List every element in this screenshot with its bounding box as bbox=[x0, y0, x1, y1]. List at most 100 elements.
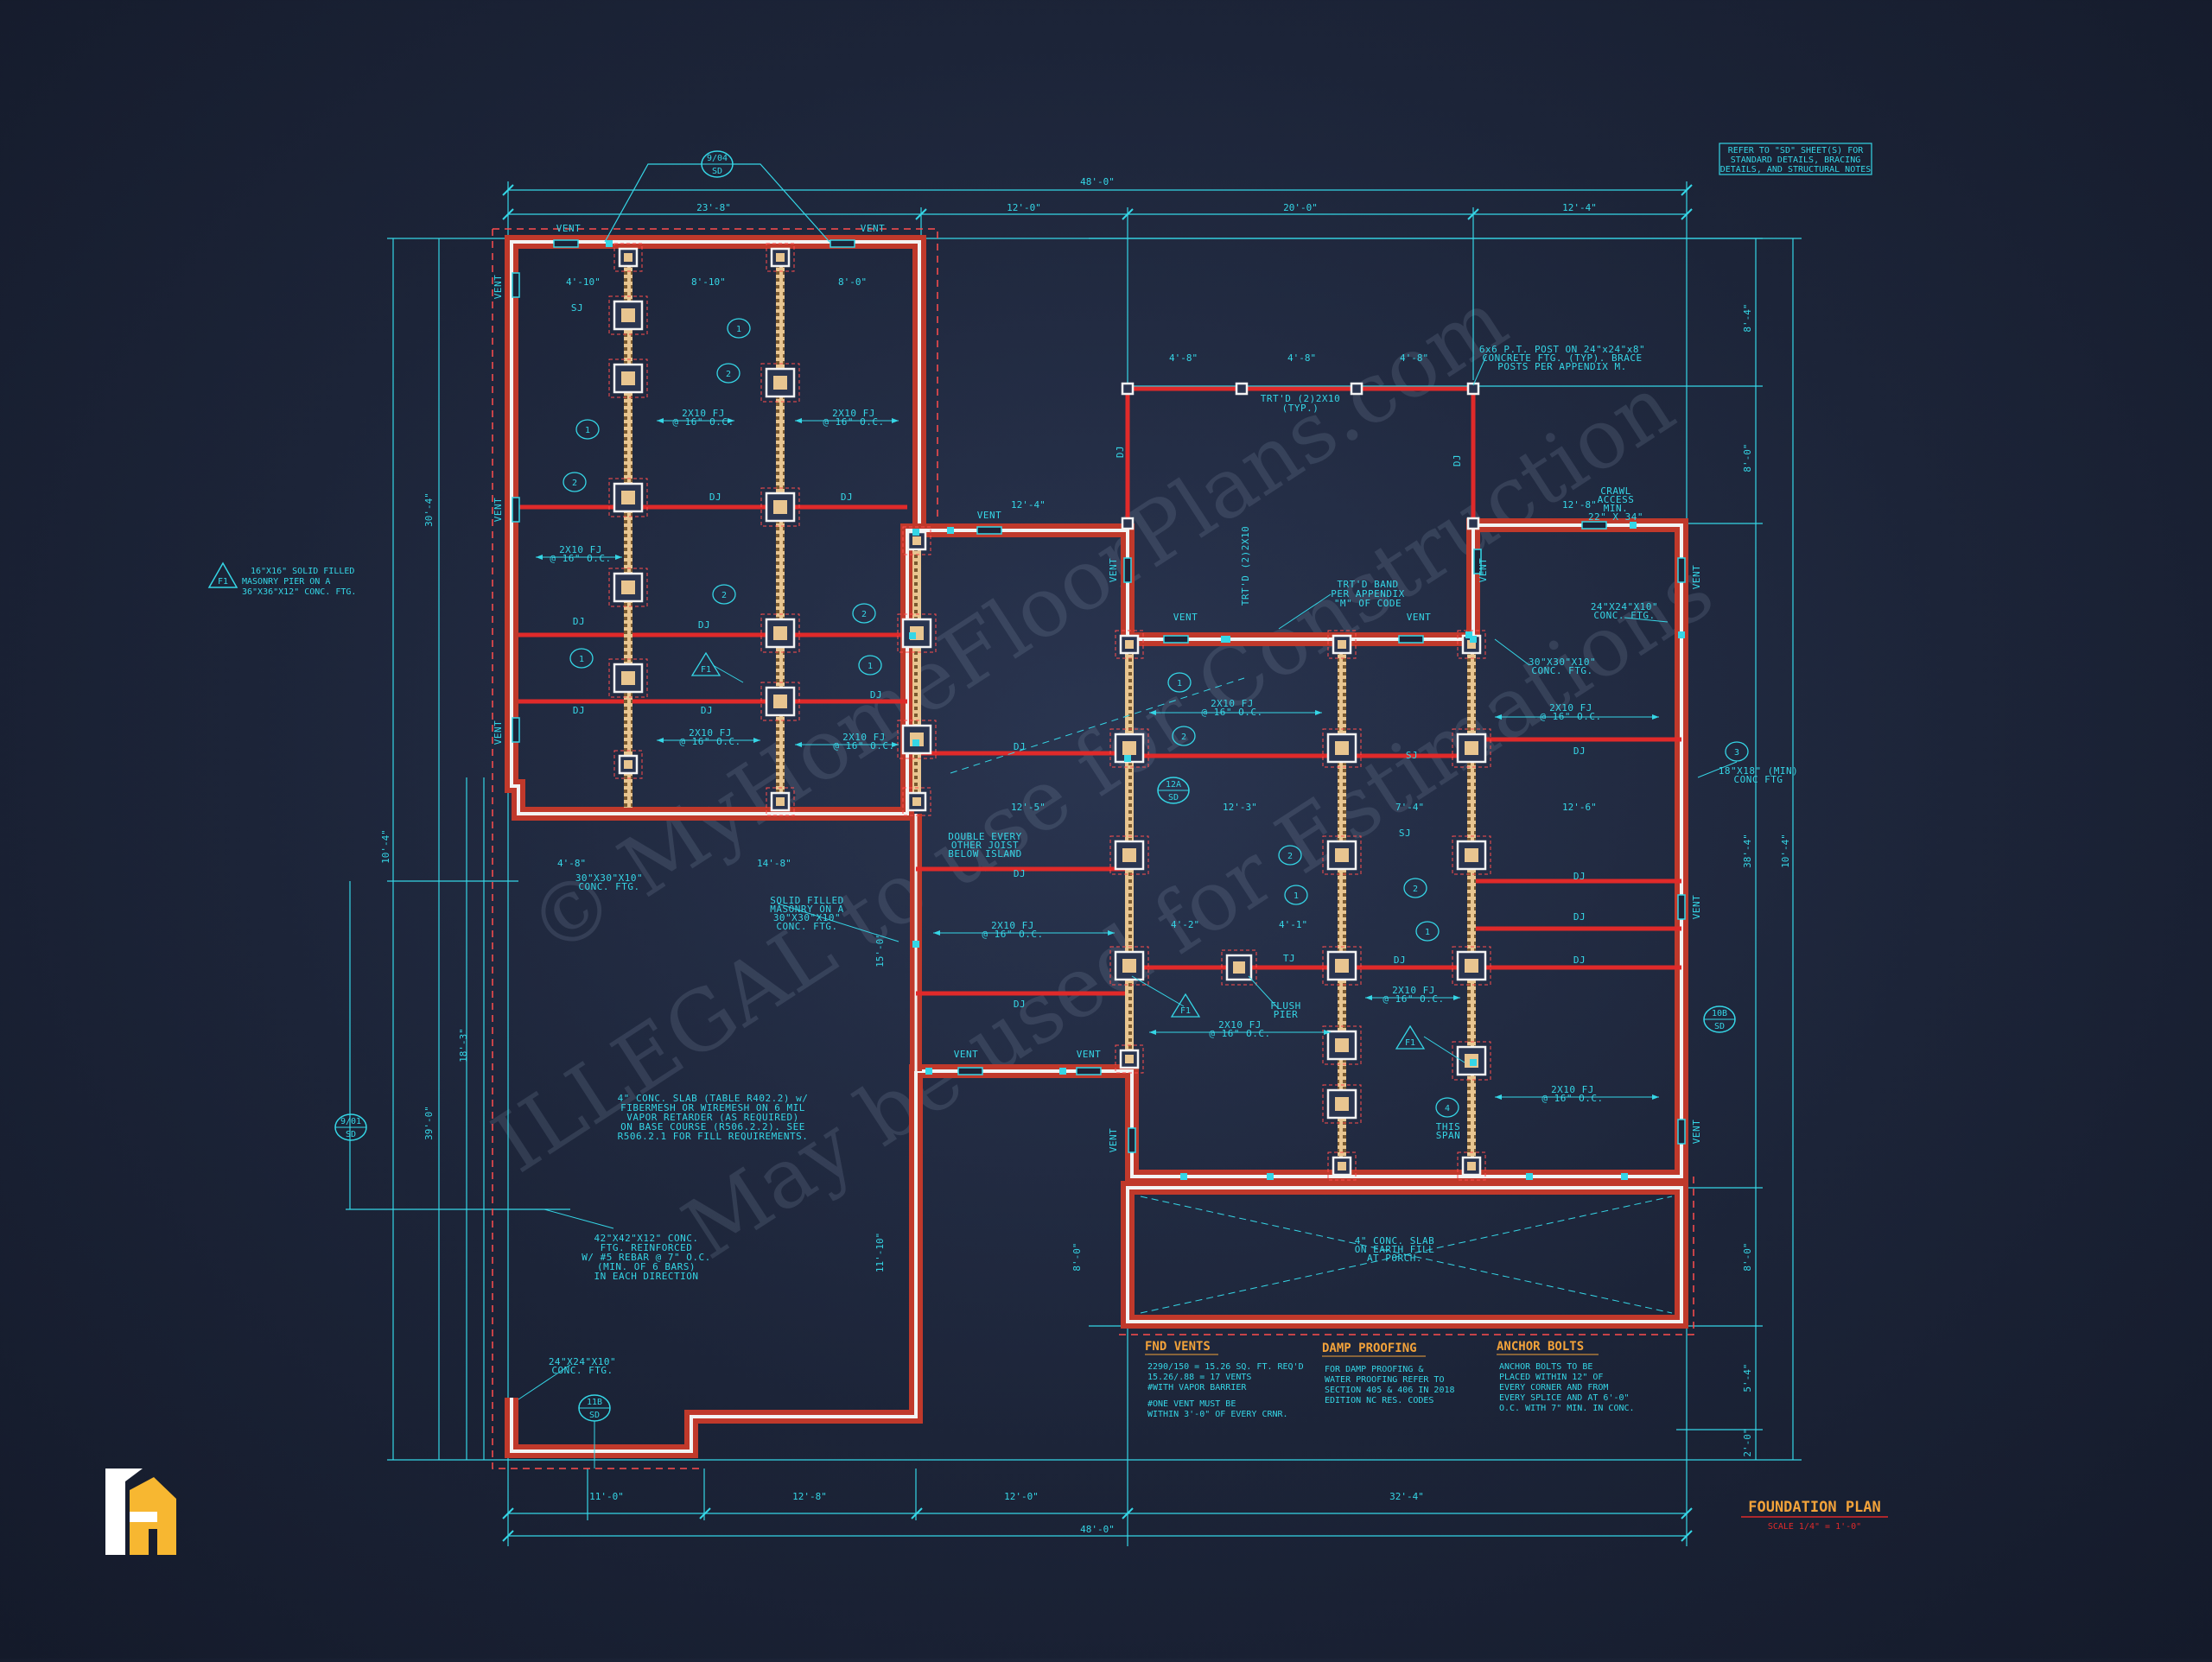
callout-right[interactable]: 10B SD bbox=[1703, 1005, 1736, 1033]
dj-label: DJ bbox=[1573, 745, 1586, 757]
dj-label: DJ bbox=[573, 705, 585, 716]
slab-note-2: VAPOR RETARDER (AS REQUIRED) bbox=[626, 1112, 798, 1123]
sj-label: SJ bbox=[1406, 750, 1418, 761]
pier bbox=[897, 613, 937, 653]
floor-joist-spacing: @ 16" O.C. bbox=[1541, 1093, 1603, 1104]
dim-right-inner-4: 5'-4" bbox=[1742, 1363, 1753, 1392]
callout-bottom[interactable]: 11B SD bbox=[578, 1394, 611, 1469]
pier bbox=[1115, 630, 1144, 659]
dim-int-6: 4'-8" bbox=[1400, 352, 1428, 364]
fnd-vents-l2: 15.26/.88 = 17 VENTS bbox=[1147, 1373, 1251, 1382]
callout-right-num: 10B bbox=[1712, 1009, 1727, 1018]
callout-top-num: 9/04 bbox=[707, 154, 728, 163]
ftg-42-1: FTG. REINFORCED bbox=[601, 1242, 693, 1253]
dj-label: DJ bbox=[1394, 955, 1406, 966]
floor-joist-label: 2X10 FJ bbox=[991, 920, 1034, 931]
callout-right-sheet: SD bbox=[1714, 1022, 1725, 1031]
pier bbox=[613, 243, 643, 272]
anchor-bolts-l1: ANCHOR BOLTS TO BE bbox=[1499, 1362, 1592, 1372]
callout-top[interactable]: 9/04 SD bbox=[604, 150, 830, 243]
detail-tag: 1 bbox=[858, 655, 882, 676]
dj-label: DJ bbox=[701, 705, 713, 716]
detail-tag: 2 bbox=[1403, 878, 1427, 898]
floor-joist-label: 2X10 FJ bbox=[1211, 698, 1254, 709]
anchor-bolts-l3: EVERY CORNER AND FROM bbox=[1499, 1383, 1608, 1392]
callout-left[interactable]: 9/01 SD bbox=[334, 1113, 367, 1141]
pier bbox=[1121, 517, 1135, 530]
anchor-mark bbox=[909, 632, 916, 639]
pier bbox=[1327, 630, 1357, 659]
dim-int-3: 8'-0" bbox=[838, 276, 867, 288]
detail-tag: 2 bbox=[1278, 845, 1302, 866]
floor-joist-label: 2X10 FJ bbox=[559, 544, 602, 555]
vent-symbol bbox=[1123, 557, 1132, 583]
pier bbox=[1322, 1025, 1362, 1065]
callout-mid-sheet: SD bbox=[1168, 793, 1179, 802]
pier bbox=[1235, 382, 1249, 396]
dj-label: DJ bbox=[709, 492, 721, 503]
piers bbox=[512, 239, 1686, 1181]
pier bbox=[1327, 1151, 1357, 1181]
post-note-0: 6x6 P.T. POST ON 24"x24"x8" bbox=[1479, 344, 1645, 355]
vent-label: VENT bbox=[1407, 612, 1432, 623]
dj-label: DJ bbox=[1573, 911, 1586, 923]
dj-label: DJ bbox=[1115, 446, 1126, 458]
trtd-band-0: TRT'D BAND bbox=[1337, 579, 1398, 590]
trtd-top-1: (TYP.) bbox=[1282, 403, 1319, 414]
porch-slab-cross bbox=[1140, 1196, 1673, 1314]
fnd-vents-l6: WITHIN 3'-0" OF EVERY CRNR. bbox=[1147, 1410, 1288, 1419]
pier bbox=[1350, 382, 1363, 396]
anchor-mark bbox=[912, 529, 919, 536]
svg-text:4: 4 bbox=[1445, 1104, 1450, 1113]
pier bbox=[760, 613, 800, 653]
pier bbox=[766, 787, 795, 816]
sheet-scale: SCALE 1/4" = 1'-0" bbox=[1768, 1522, 1861, 1532]
anchor-mark bbox=[947, 527, 954, 534]
svg-text:2: 2 bbox=[572, 479, 577, 488]
anchor-bolts-l4: EVERY SPLICE AND AT 6'-0" bbox=[1499, 1393, 1630, 1403]
anchor-mark bbox=[1678, 631, 1685, 638]
post-note-2: POSTS PER APPENDIX M. bbox=[1497, 361, 1627, 372]
dim-int-1: 4'-10" bbox=[566, 276, 601, 288]
leader-line bbox=[543, 1208, 614, 1229]
house-logo-icon bbox=[105, 1469, 176, 1555]
dj-label: DJ bbox=[1014, 868, 1026, 879]
dimension-text: 48'-0" 23'-8" 12'-0" 20'-0" 12'-4" 11'-0… bbox=[380, 176, 1791, 1535]
leader-line bbox=[1278, 593, 1332, 630]
anchor-mark bbox=[1630, 522, 1637, 529]
vent-symbol bbox=[1677, 1119, 1686, 1145]
svg-text:F1: F1 bbox=[701, 665, 711, 675]
anchor-mark bbox=[1224, 636, 1230, 643]
vent-label: VENT bbox=[1077, 1049, 1102, 1060]
trtd-band-1: PER APPENDIX bbox=[1331, 588, 1404, 599]
legend-line1: 16"X16" SOLID FILLED bbox=[251, 567, 354, 576]
svg-text:2: 2 bbox=[1413, 885, 1418, 894]
dj-label: DJ bbox=[841, 492, 853, 503]
pier-type-tag: F1 bbox=[1395, 1024, 1426, 1050]
crawl-access-1: ACCESS bbox=[1598, 494, 1635, 505]
dim-int-11: 12'-6" bbox=[1562, 802, 1597, 813]
solid-pier-2: 30"X30"X10" bbox=[773, 912, 841, 923]
solid-pier-3: CONC. FTG. bbox=[776, 921, 837, 932]
svg-text:3: 3 bbox=[1734, 748, 1739, 758]
dim-int-16: 4'-1" bbox=[1279, 919, 1307, 930]
svg-text:2: 2 bbox=[861, 610, 867, 619]
dim-top-3: 20'-0" bbox=[1283, 202, 1318, 213]
vent-label: VENT bbox=[493, 275, 504, 300]
pier bbox=[760, 363, 800, 403]
ftg-24-1: CONC. FTG. bbox=[1593, 610, 1655, 621]
callout-mid[interactable]: 12A SD bbox=[950, 677, 1245, 804]
dim-int-19: 11'-10" bbox=[874, 1233, 886, 1272]
dim-right-inner-3: 8'-0" bbox=[1742, 1242, 1753, 1271]
dim-left-3: 39'-0" bbox=[423, 1106, 435, 1140]
dim-top-1: 23'-8" bbox=[696, 202, 731, 213]
dim-overall-bottom: 48'-0" bbox=[1080, 1524, 1115, 1535]
sj-label: SJ bbox=[571, 302, 583, 314]
ftg-42-0: 42"X42"X12" CONC. bbox=[594, 1233, 698, 1244]
trtd-vertical: TRT'D (2)2X10 bbox=[1240, 526, 1251, 606]
dj-label: DJ bbox=[870, 689, 882, 701]
svg-text:2: 2 bbox=[726, 370, 731, 379]
vent-label: VENT bbox=[1691, 895, 1702, 920]
